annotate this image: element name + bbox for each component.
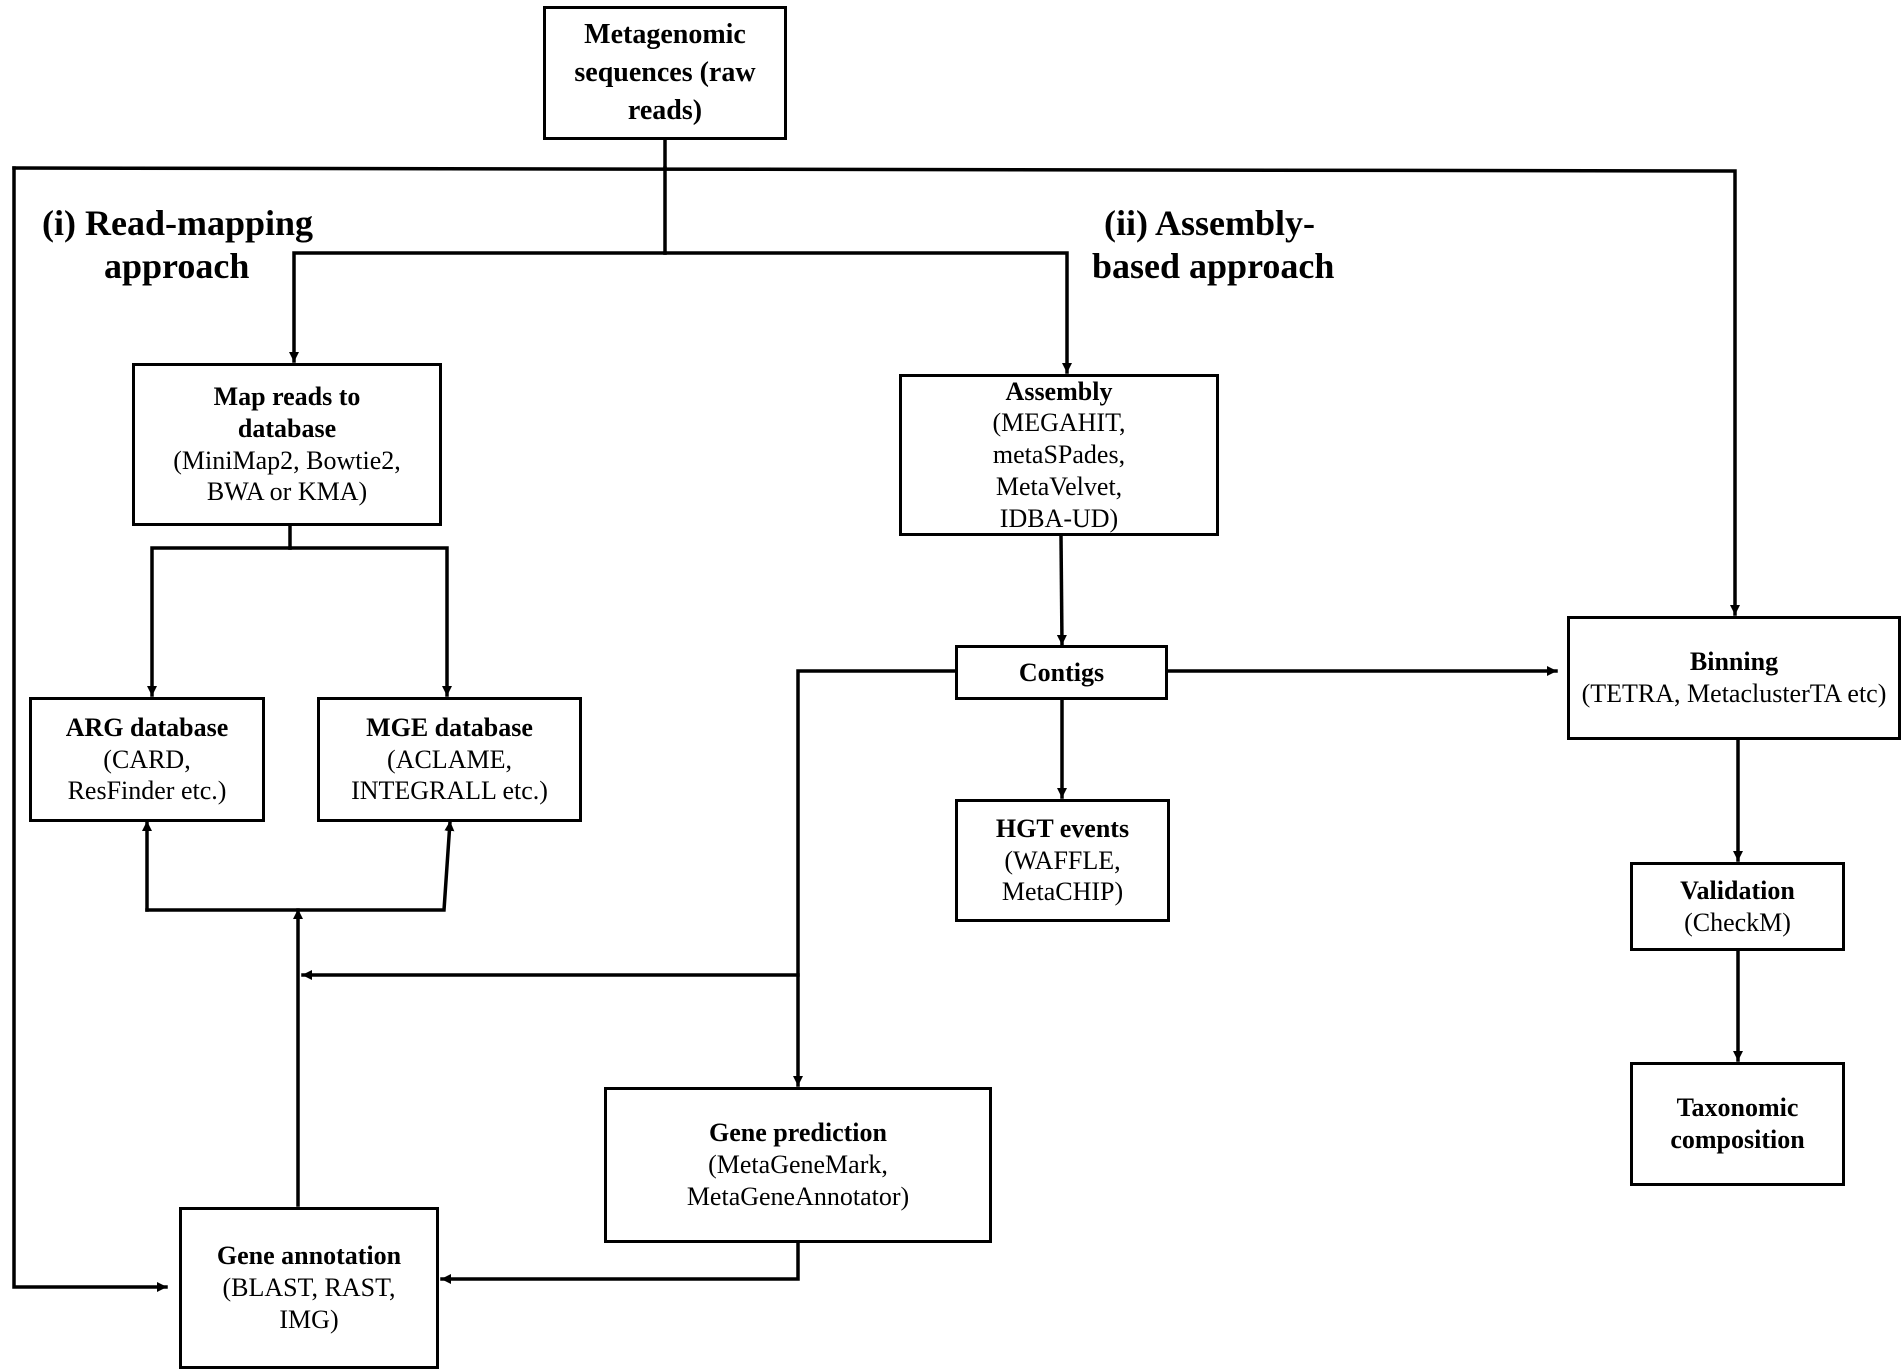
node-map-reads-detail: (MiniMap2, Bowtie2, BWA or KMA) <box>173 445 401 507</box>
node-contigs: Contigs <box>955 645 1168 700</box>
edge-split-to-assembly <box>663 251 1072 374</box>
node-taxonomic-composition-title: Taxonomic composition <box>1670 1093 1805 1154</box>
node-assembly-title: Assembly <box>1005 376 1113 406</box>
node-validation-detail: (CheckM) <box>1684 907 1791 937</box>
node-mge-database: MGE database (ACLAME, INTEGRALL etc.) <box>317 697 582 822</box>
node-taxonomic-composition: Taxonomic composition <box>1630 1062 1845 1186</box>
edge-gene-prediction-to-annotation <box>440 1241 800 1284</box>
edge-assembly-to-contigs <box>1056 534 1067 646</box>
node-map-reads: Map reads to database (MiniMap2, Bowtie2… <box>132 363 442 526</box>
node-contigs-title: Contigs <box>1018 657 1105 687</box>
node-hgt-events-detail: (WAFFLE, MetaCHIP) <box>1001 845 1124 907</box>
node-gene-prediction-title: Gene prediction <box>709 1118 887 1148</box>
node-raw-reads: Metagenomic sequences (raw reads) <box>543 6 787 140</box>
node-binning: Binning (TETRA, MetaclusterTA etc) <box>1567 616 1901 740</box>
node-assembly: Assembly (MEGAHIT, metaSPades, MetaVelve… <box>899 374 1219 536</box>
node-raw-reads-title: Metagenomic sequences (raw reads) <box>574 19 756 126</box>
node-gene-annotation-title: Gene annotation <box>216 1241 402 1271</box>
node-gene-annotation: Gene annotation (BLAST, RAST, IMG) <box>179 1207 439 1369</box>
edge-topbar-left-to-annotation <box>12 166 168 1292</box>
read-mapping-label-line2: approach <box>104 246 250 287</box>
edge-map-to-arg <box>147 546 292 697</box>
node-mge-database-detail: (ACLAME, INTEGRALL etc.) <box>351 744 548 806</box>
node-validation: Validation (CheckM) <box>1630 862 1845 951</box>
node-assembly-detail: (MEGAHIT, metaSPades, MetaVelvet, IDBA-U… <box>992 408 1126 533</box>
edge-topbar-right-to-binning <box>12 166 1740 616</box>
node-binning-title: Binning <box>1689 647 1779 677</box>
read-mapping-label: (i) Read-mapping approach <box>42 202 313 288</box>
node-arg-database-detail: (CARD, ResFinder etc.) <box>67 744 227 806</box>
assembly-based-label-line2: based approach <box>1092 246 1335 287</box>
node-validation-title: Validation <box>1680 875 1795 905</box>
node-hgt-events-title: HGT events <box>995 813 1130 843</box>
edge-split-to-map-reads <box>289 251 667 363</box>
node-binning-detail: (TETRA, MetaclusterTA etc) <box>1581 679 1887 708</box>
node-hgt-events: HGT events (WAFFLE, MetaCHIP) <box>955 799 1170 922</box>
read-mapping-label-line1: (i) Read-mapping <box>42 203 314 243</box>
node-arg-database: ARG database (CARD, ResFinder etc.) <box>29 697 265 822</box>
edge-annotation-to-mge <box>145 820 455 912</box>
node-gene-annotation-detail: (BLAST, RAST, IMG) <box>222 1273 396 1334</box>
edge-contigs-to-gene-prediction <box>793 669 957 1087</box>
edge-map-to-mge <box>288 546 452 697</box>
node-map-reads-title: Map reads to database <box>213 382 361 443</box>
node-arg-database-title: ARG database <box>65 712 229 742</box>
node-gene-prediction: Gene prediction (MetaGeneMark, MetaGeneA… <box>604 1087 992 1243</box>
node-gene-prediction-detail: (MetaGeneMark, MetaGeneAnnotator) <box>686 1150 910 1211</box>
node-mge-database-title: MGE database <box>366 712 533 742</box>
assembly-based-label-line1: (ii) Assembly- <box>1104 203 1315 243</box>
assembly-based-label: (ii) Assembly- based approach <box>1092 202 1334 288</box>
